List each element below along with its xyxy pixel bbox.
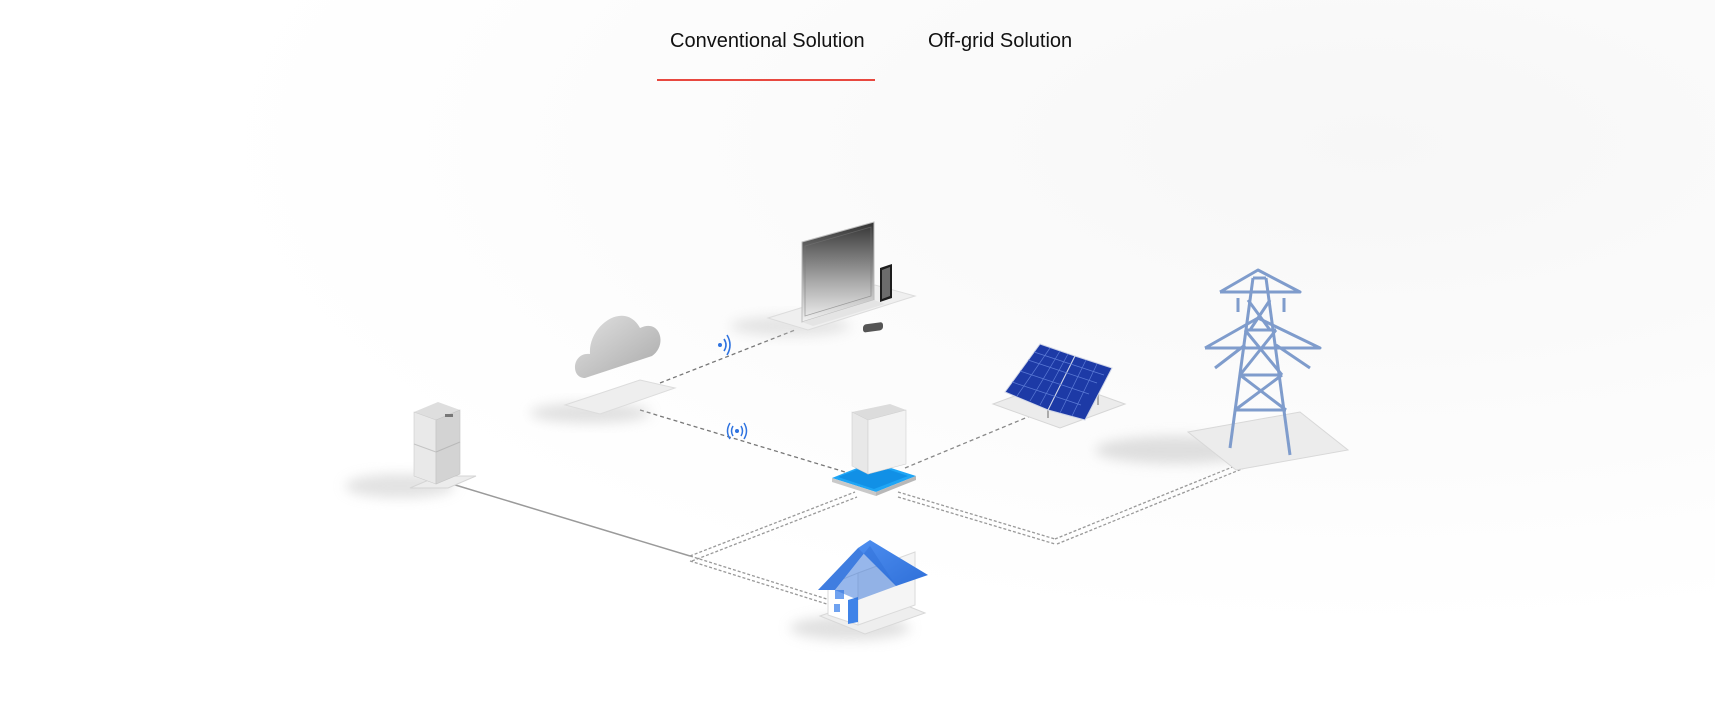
line-cloud-to-inverter — [639, 409, 846, 473]
line-junction-to-inverter-2 — [691, 496, 858, 562]
monitor-icon — [730, 221, 917, 336]
house-icon — [790, 540, 928, 640]
line-junction-to-house-2 — [689, 560, 831, 606]
line-inverter-to-grid-2 — [897, 496, 1056, 545]
cloud-icon — [530, 315, 677, 423]
active-tab-underline — [657, 79, 875, 81]
wireless-signal-icon — [726, 422, 748, 440]
line-battery-to-junction — [451, 483, 691, 557]
line-corner-to-tower-2 — [1056, 459, 1265, 545]
wifi-signal-icon — [718, 334, 731, 356]
line-corner-to-tower — [1054, 454, 1263, 540]
phone-icon — [880, 264, 892, 302]
tab-off-grid-solution[interactable]: Off-grid Solution — [928, 30, 1073, 52]
battery-icon — [345, 402, 477, 498]
solar-panel-icon — [991, 343, 1127, 429]
transmission-tower-icon — [1095, 268, 1350, 471]
line-junction-to-inverter — [689, 491, 856, 557]
tab-conventional-solution[interactable]: Conventional Solution — [670, 30, 865, 52]
solution-tabs: Conventional Solution Off-grid Solution — [0, 0, 1715, 90]
line-inverter-to-solar — [904, 413, 1036, 469]
inverter-icon — [832, 322, 916, 496]
line-cloud-to-monitor — [659, 329, 796, 384]
line-inverter-to-grid — [897, 491, 1056, 540]
line-junction-to-house — [689, 555, 831, 601]
connection-lines — [451, 329, 1265, 606]
